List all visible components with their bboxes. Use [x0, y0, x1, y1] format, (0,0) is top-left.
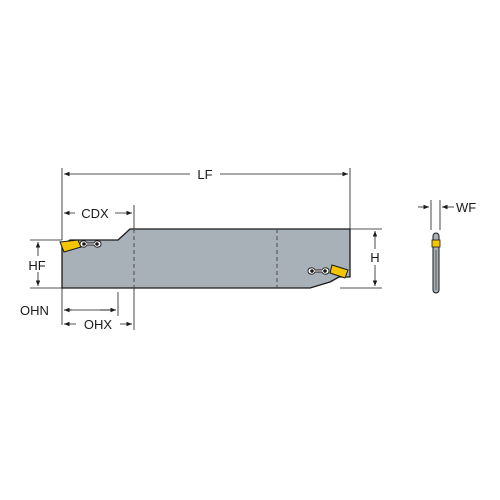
- wf-label: WF: [456, 200, 476, 215]
- hf-label: HF: [28, 258, 45, 273]
- hf-dimension: HF: [24, 239, 62, 289]
- left-clamp-holes: [79, 240, 102, 248]
- cdx-dimension: CDX: [63, 205, 135, 229]
- h-label: H: [370, 250, 379, 265]
- side-insert: [431, 239, 441, 248]
- right-insert: [329, 264, 349, 279]
- right-clamp-holes: [307, 267, 330, 275]
- lf-label: LF: [197, 167, 212, 182]
- lf-dimension: LF: [61, 166, 351, 240]
- cdx-label: CDX: [81, 206, 109, 221]
- ohx-label: OHX: [84, 317, 113, 332]
- h-dimension: H: [340, 228, 384, 289]
- side-view: WF: [418, 200, 476, 294]
- ohn-dimension: OHN: [20, 288, 135, 330]
- ohn-label: OHN: [20, 303, 49, 318]
- blade-body: [61, 228, 351, 289]
- ohx-dimension: OHX: [63, 316, 132, 332]
- left-insert: [59, 239, 82, 253]
